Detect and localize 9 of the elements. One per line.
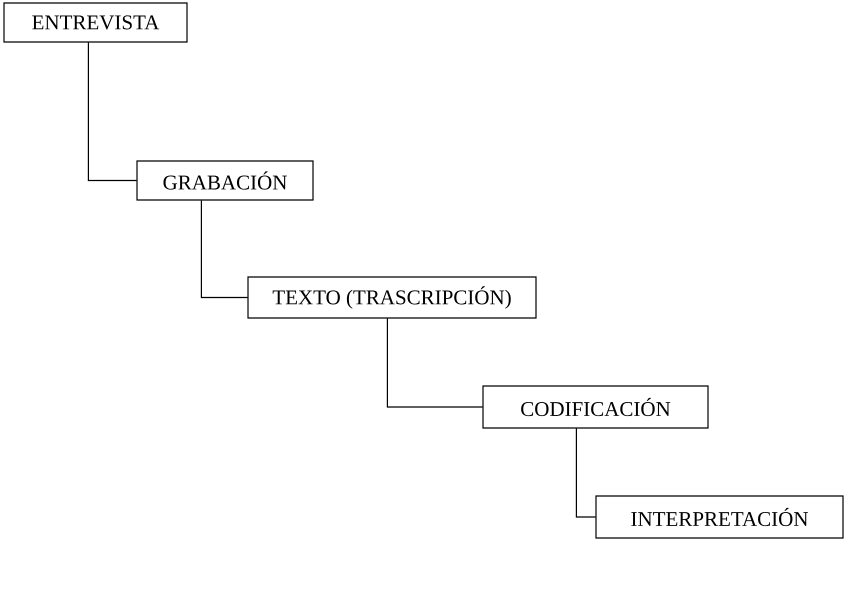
process-box: INTERPRETACIÓN [595,495,844,539]
process-box: ENTREVISTA [3,2,188,43]
connector-line [200,200,248,298]
connector-line [576,428,596,518]
process-box: TEXTO (TRASCRIPCIÓN) [247,276,537,319]
process-box: GRABACIÓN [136,160,314,201]
process-box: CODIFICACIÓN [482,385,709,429]
connector-line [386,318,482,408]
connector-line [88,42,136,182]
